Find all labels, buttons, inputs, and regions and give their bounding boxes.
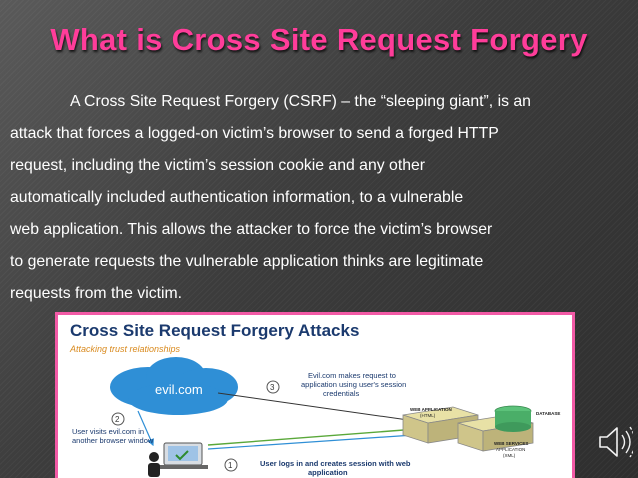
step-3-line: Evil.com makes request to xyxy=(308,371,396,380)
csrf-diagram: evil.com 3 Evil.com makes request to app… xyxy=(72,357,560,477)
html-label: (HTML) xyxy=(420,413,436,418)
step-3-line: application using user's session xyxy=(301,380,406,389)
speaker-icon[interactable] xyxy=(597,422,633,462)
step-3-number: 3 xyxy=(270,383,275,392)
body-line: A Cross Site Request Forgery (CSRF) – th… xyxy=(70,93,531,110)
diagram-title: Cross Site Request Forgery Attacks xyxy=(70,321,360,340)
step-1: 1 User logs in and creates session with … xyxy=(224,458,411,477)
step-2-line: User visits evil.com in xyxy=(72,427,144,436)
evil-cloud: evil.com xyxy=(110,357,238,415)
step-2-line: another browser window xyxy=(72,436,154,445)
user-computer-icon xyxy=(148,442,208,477)
step-3-line: credentials xyxy=(323,389,360,398)
web-services-label: WEB SERVICES xyxy=(494,441,528,446)
body-line: attack that forces a logged-on victim’s … xyxy=(10,125,499,142)
cloud-label: evil.com xyxy=(155,382,203,397)
xml-label: (XML) xyxy=(503,453,516,458)
application-label: APPLICATION xyxy=(496,447,525,452)
csrf-diagram-image: evil.com 3 Evil.com makes request to app… xyxy=(55,312,575,478)
step-2: 2 User visits evil.com in another browse… xyxy=(72,412,154,445)
body-line: to generate requests the vulnerable appl… xyxy=(10,253,484,270)
step-1-number: 1 xyxy=(228,461,233,470)
server-stack-icon: WEB APPLICATION (HTML) DATABASE WEB SERV… xyxy=(402,405,560,458)
database-label: DATABASE xyxy=(536,411,560,416)
slide-title: What is Cross Site Request Forgery xyxy=(50,22,588,57)
step-1-line: application xyxy=(308,468,348,477)
slide-body: A Cross Site Request Forgery (CSRF) – th… xyxy=(10,86,630,310)
step-3: 3 Evil.com makes request to application … xyxy=(266,371,406,398)
body-line: automatically included authentication in… xyxy=(10,189,464,206)
web-application-label: WEB APPLICATION xyxy=(410,407,452,412)
step-2-number: 2 xyxy=(115,415,120,424)
body-line: requests from the victim. xyxy=(10,285,183,302)
body-line: request, including the victim’s session … xyxy=(10,157,426,174)
diagram-subtitle: Attacking trust relationships xyxy=(70,344,181,354)
arrow-user-to-evil xyxy=(137,410,154,447)
step-1-line: User logs in and creates session with we… xyxy=(260,459,411,468)
body-line: web application. This allows the attacke… xyxy=(10,221,493,238)
